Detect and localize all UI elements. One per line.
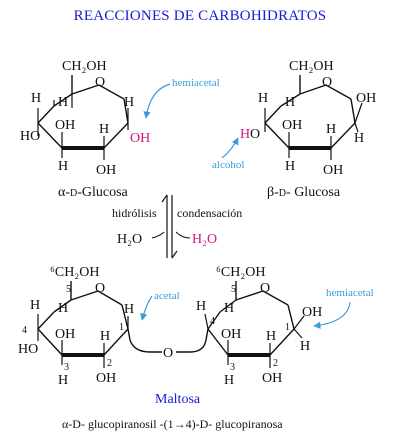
maltose-full-name: α-D- glucopiranosil -(1→4)-D- glucopiran… <box>62 417 283 431</box>
condensation-label: condensación <box>177 206 242 220</box>
atom-h: H <box>224 373 234 388</box>
hemiacetal-note-top: hemiacetal <box>172 77 220 89</box>
reaction-arrows: hidrólisis condensación H₂O H₂O <box>112 194 242 259</box>
glycosidic-oxygen: O <box>163 346 173 361</box>
water-left: H₂O <box>117 232 142 247</box>
hemiacetal-note-bottom: hemiacetal <box>326 287 374 299</box>
ch2oh-label-beta: CH₂OH <box>289 59 334 74</box>
carbon-number: 5 <box>66 284 71 295</box>
atom-oh: OH <box>282 118 302 133</box>
carbon-number: 4 <box>22 325 27 336</box>
maltose-name: Maltosa <box>155 392 201 407</box>
atom-h: H <box>58 373 68 388</box>
carbon-number: 5 <box>231 284 236 295</box>
atom-oh: OH <box>323 163 343 178</box>
ch2oh-label-maltose-right: ⁶CH₂OH <box>216 265 265 280</box>
ch2oh-label-alpha: CH₂OH <box>62 59 107 74</box>
atom-ho: HO <box>20 129 40 144</box>
atom-h: H <box>196 299 206 314</box>
carbon-number: 3 <box>64 362 69 373</box>
atom-h: H <box>100 329 110 344</box>
atom-h: H <box>300 339 310 354</box>
maltose-structure: ⁶CH₂OH 5 O H 4 H HO OH 3 H H 2 <box>18 265 374 431</box>
atom-h: H <box>224 301 234 316</box>
c4-ho-highlight: H <box>240 127 250 142</box>
carbon-number: 2 <box>107 358 112 369</box>
atom-ho: HO <box>18 342 38 357</box>
beta-glucose-name: β-D- Glucosa <box>267 185 341 200</box>
atom-h: H <box>285 95 295 110</box>
anomeric-oh-highlight: OH <box>130 131 150 146</box>
carbon-number: 3 <box>230 362 235 373</box>
ch2oh-label-maltose-left: ⁶CH₂OH <box>50 265 99 280</box>
atom-oh: OH <box>262 371 282 386</box>
atom-oh: OH <box>302 305 322 320</box>
atom-h: H <box>124 302 134 317</box>
atom-h: H <box>266 329 276 344</box>
page-title: REACCIONES DE CARBOHIDRATOS <box>73 8 327 24</box>
ring-oxygen-maltose-left: O <box>95 281 105 296</box>
atom-oh: OH <box>55 327 75 342</box>
atom-h: H <box>124 95 134 110</box>
atom-oh: OH <box>356 91 376 106</box>
carbon-number: 1 <box>285 322 290 333</box>
carbon-number: 1 <box>119 322 124 333</box>
atom-oh: OH <box>96 371 116 386</box>
carbon-number: 2 <box>273 358 278 369</box>
atom-h: H <box>58 301 68 316</box>
atom-oh: OH <box>96 163 116 178</box>
atom-h: H <box>99 122 109 137</box>
carbon-number: 4 <box>210 316 215 327</box>
alpha-glucose-structure: CH₂OH O H H HO OH H H OH <box>20 59 220 200</box>
atom-oh: OH <box>221 327 241 342</box>
beta-glucose-structure: CH₂OH O H H H O OH H H OH OH <box>212 59 376 200</box>
alcohol-note: alcohol <box>212 159 244 171</box>
ring-oxygen-maltose-right: O <box>260 281 270 296</box>
acetal-note: acetal <box>154 290 180 302</box>
atom-h: H <box>285 159 295 174</box>
atom-o: O <box>250 127 260 142</box>
atom-oh: OH <box>55 118 75 133</box>
hydrolysis-label: hidrólisis <box>112 206 157 220</box>
water-right: H₂O <box>192 232 217 247</box>
alpha-glucose-name: α-D-Glucosa <box>58 185 129 200</box>
atom-h: H <box>326 122 336 137</box>
atom-h: H <box>354 131 364 146</box>
atom-h: H <box>58 159 68 174</box>
atom-h: H <box>58 95 68 110</box>
atom-h: H <box>30 298 40 313</box>
ring-oxygen-beta: O <box>322 75 332 90</box>
ring-oxygen-alpha: O <box>95 75 105 90</box>
atom-h: H <box>258 91 268 106</box>
atom-h: H <box>31 91 41 106</box>
